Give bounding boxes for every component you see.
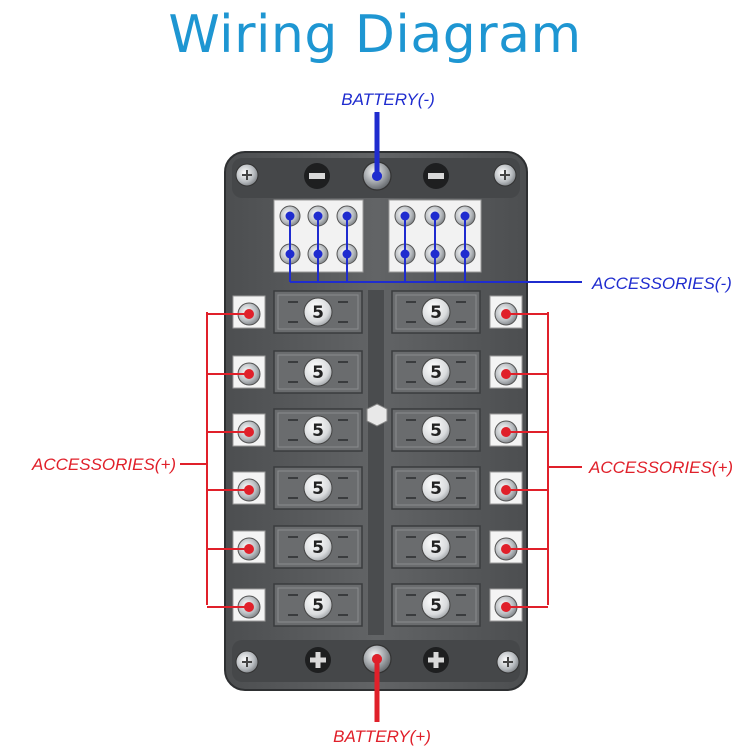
fuse: 5 xyxy=(391,408,481,452)
fuse-rating-label: 5 xyxy=(430,363,442,383)
fuse: 5 xyxy=(273,408,363,452)
fuse-rating-label: 5 xyxy=(312,479,324,499)
fuse-rating-label: 5 xyxy=(430,303,442,323)
fuse: 5 xyxy=(391,525,481,569)
battery-negative-label: BATTERY(-) xyxy=(341,90,435,109)
minus-icon xyxy=(423,163,449,189)
accessories-negative-wires xyxy=(285,211,582,283)
plus-icon xyxy=(423,647,449,673)
fuse-rating-label: 5 xyxy=(430,421,442,441)
minus-icon xyxy=(304,163,330,189)
accessories-negative-label: ACCESSORIES(-) xyxy=(591,274,732,293)
wires xyxy=(180,112,582,722)
page-title: Wiring Diagram xyxy=(168,5,581,65)
battery-positive-label: BATTERY(+) xyxy=(333,727,431,746)
accessories-positive-right-label: ACCESSORIES(+) xyxy=(588,458,733,477)
fuse: 5 xyxy=(273,290,363,334)
fuse: 5 xyxy=(391,290,481,334)
mounting-screw-icon xyxy=(493,163,517,187)
fuse: 5 xyxy=(273,350,363,394)
fuse-rating-label: 5 xyxy=(312,363,324,383)
mounting-screw-icon xyxy=(235,163,259,187)
mounting-screw-icon xyxy=(235,650,259,674)
fuse: 5 xyxy=(391,583,481,627)
accessories-positive-left-wires xyxy=(180,309,254,612)
fuse-slots: 5 5 5 5 5 5 5 5 5 5 5 5 xyxy=(273,290,481,627)
accessories-positive-right-wires xyxy=(501,309,582,612)
fuse: 5 xyxy=(273,525,363,569)
plus-icon xyxy=(305,647,331,673)
fuse: 5 xyxy=(273,466,363,510)
accessories-positive-left-label: ACCESSORIES(+) xyxy=(31,455,176,474)
fuse-rating-label: 5 xyxy=(430,596,442,616)
mounting-screws xyxy=(235,163,520,674)
fuse-rating-label: 5 xyxy=(312,596,324,616)
fuse-rating-label: 5 xyxy=(312,303,324,323)
mounting-screw-icon xyxy=(496,650,520,674)
fuse-rating-label: 5 xyxy=(430,479,442,499)
fuse: 5 xyxy=(391,350,481,394)
fuse-rating-label: 5 xyxy=(312,421,324,441)
fuse-rating-label: 5 xyxy=(312,538,324,558)
center-hex-icon xyxy=(366,403,388,427)
fuse-rating-label: 5 xyxy=(430,538,442,558)
fuse: 5 xyxy=(273,583,363,627)
fuse: 5 xyxy=(391,466,481,510)
